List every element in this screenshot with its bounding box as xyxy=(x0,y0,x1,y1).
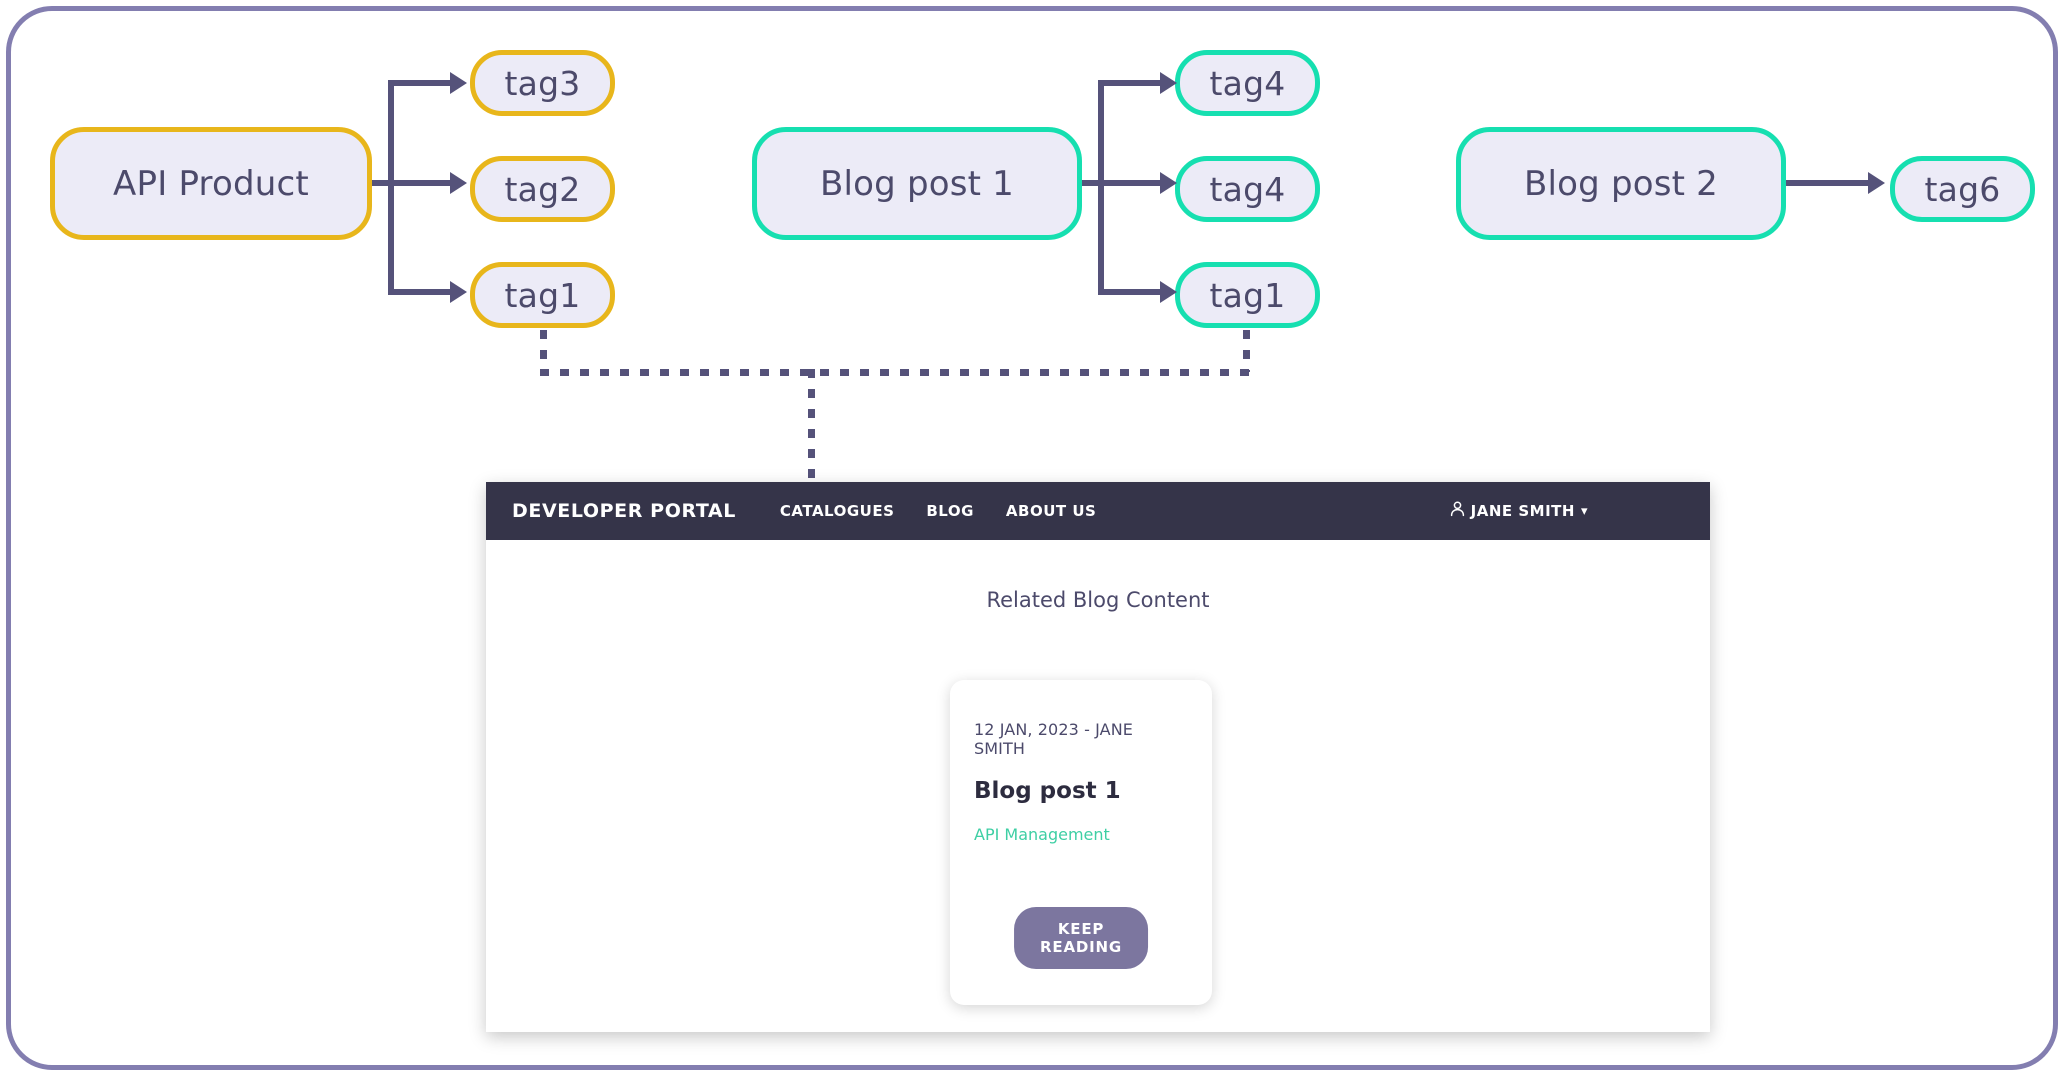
dashed-link-horizontal xyxy=(540,369,1250,376)
arrowhead-blog-post-2-tag6 xyxy=(1868,172,1885,194)
node-tag-api-product-tag1[interactable]: tag1 xyxy=(470,262,615,328)
blog-card-tag-link[interactable]: API Management xyxy=(974,825,1110,844)
node-label: tag4 xyxy=(1209,63,1286,103)
blog-card[interactable]: 12 JAN, 2023 - JANE SMITH Blog post 1 AP… xyxy=(950,680,1212,1005)
nav-item-blog[interactable]: BLOG xyxy=(926,502,974,520)
portal-body: Related Blog Content 12 JAN, 2023 - JANE… xyxy=(486,540,1710,1032)
nav-item-about-us[interactable]: ABOUT US xyxy=(1005,502,1097,520)
node-label: tag1 xyxy=(1209,275,1286,315)
connector-blog-post-1-branch-2 xyxy=(1098,180,1166,186)
connector-api-product-branch-3 xyxy=(388,289,456,295)
node-blog-post-2[interactable]: Blog post 2 xyxy=(1456,127,1786,240)
node-label: Blog post 2 xyxy=(1523,163,1719,204)
node-tag-blog-post-1-tag4-b[interactable]: tag4 xyxy=(1175,156,1320,222)
node-label: API Product xyxy=(113,163,309,204)
node-label: Blog post 1 xyxy=(819,163,1015,204)
keep-reading-button[interactable]: KEEP READING xyxy=(1014,907,1148,969)
blog-card-title: Blog post 1 xyxy=(974,778,1121,804)
related-blog-content-heading: Related Blog Content xyxy=(986,588,1210,612)
dashed-link-from-tag1-teal xyxy=(1243,330,1250,372)
arrowhead-api-product-tag2 xyxy=(450,172,467,194)
node-label: tag4 xyxy=(1209,169,1286,209)
user-name: JANE SMITH xyxy=(1470,502,1575,520)
arrowhead-blog-post-1-tag4-a xyxy=(1160,72,1177,94)
arrowhead-api-product-tag1 xyxy=(450,281,467,303)
node-tag-api-product-tag3[interactable]: tag3 xyxy=(470,50,615,116)
node-label: tag1 xyxy=(504,275,581,315)
person-icon xyxy=(1450,501,1465,521)
node-tag-api-product-tag2[interactable]: tag2 xyxy=(470,156,615,222)
node-tag-blog-post-2-tag6[interactable]: tag6 xyxy=(1890,156,2035,222)
connector-blog-post-1-spine xyxy=(1098,80,1104,295)
nav-item-catalogues[interactable]: CATALOGUES xyxy=(779,502,895,520)
blog-card-meta: 12 JAN, 2023 - JANE SMITH xyxy=(974,720,1133,758)
arrowhead-blog-post-1-tag4-b xyxy=(1160,172,1177,194)
connector-api-product-spine xyxy=(388,80,394,295)
user-menu[interactable]: JANE SMITH ▾ xyxy=(1450,501,1684,521)
node-label: tag2 xyxy=(504,169,581,209)
dashed-link-from-tag1-yellow xyxy=(540,330,547,372)
connector-blog-post-1-branch-3 xyxy=(1098,289,1166,295)
connector-blog-post-1-stem xyxy=(1082,180,1104,186)
arrowhead-api-product-tag3 xyxy=(450,72,467,94)
portal-brand[interactable]: DEVELOPER PORTAL xyxy=(512,500,736,522)
node-api-product[interactable]: API Product xyxy=(50,127,372,240)
node-tag-blog-post-1-tag4-a[interactable]: tag4 xyxy=(1175,50,1320,116)
connector-api-product-branch-1 xyxy=(388,80,456,86)
connector-blog-post-1-branch-1 xyxy=(1098,80,1166,86)
node-label: tag3 xyxy=(504,63,581,103)
node-label: tag6 xyxy=(1924,169,2001,209)
developer-portal-panel: DEVELOPER PORTAL CATALOGUES BLOG ABOUT U… xyxy=(486,482,1710,1032)
chevron-down-icon: ▾ xyxy=(1580,503,1588,519)
connector-api-product-stem xyxy=(372,180,394,186)
connector-api-product-branch-2 xyxy=(388,180,456,186)
node-blog-post-1[interactable]: Blog post 1 xyxy=(752,127,1082,240)
arrowhead-blog-post-1-tag1 xyxy=(1160,281,1177,303)
connector-blog-post-2-tag6 xyxy=(1786,180,1871,186)
node-tag-blog-post-1-tag1[interactable]: tag1 xyxy=(1175,262,1320,328)
portal-navbar: DEVELOPER PORTAL CATALOGUES BLOG ABOUT U… xyxy=(486,482,1710,540)
